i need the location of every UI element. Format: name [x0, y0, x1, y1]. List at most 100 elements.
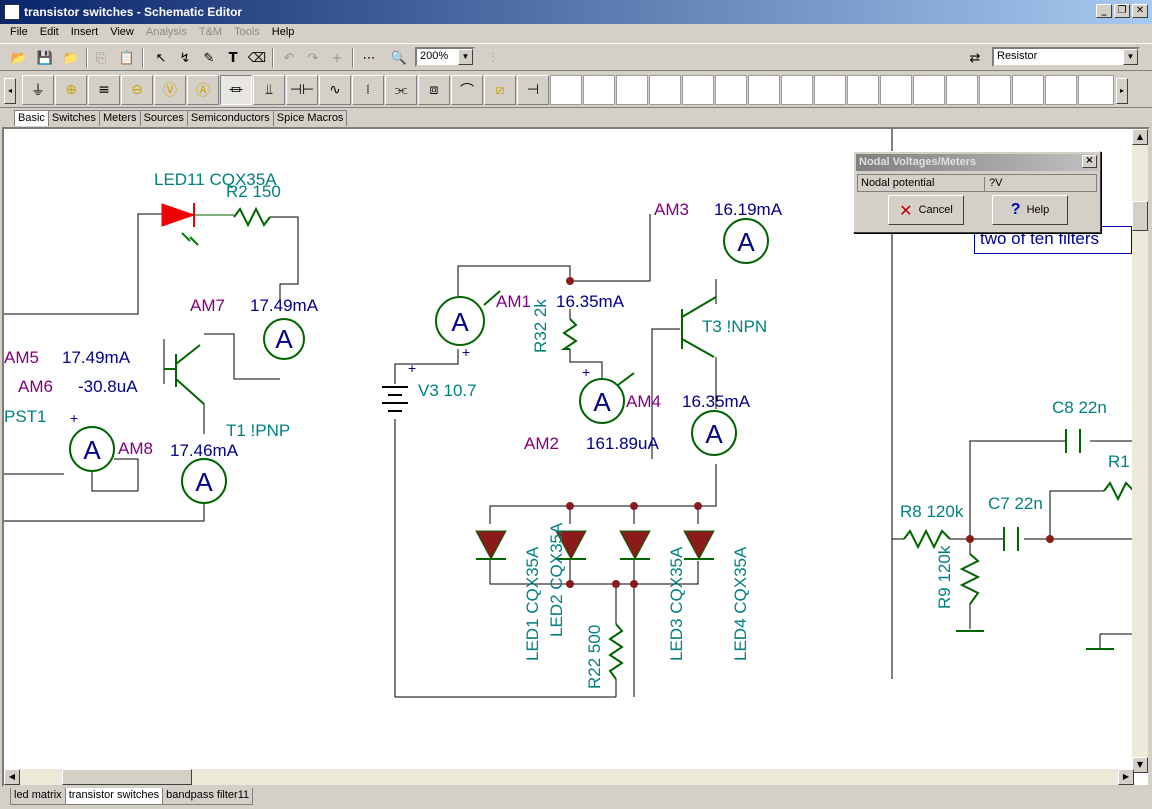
- ground-icon[interactable]: ⏚: [22, 75, 54, 105]
- grid-icon[interactable]: ⋯: [362, 50, 376, 66]
- tab-sources[interactable]: Sources: [139, 110, 188, 126]
- crosshair-icon[interactable]: +: [331, 50, 343, 66]
- r9-symbol[interactable]: [959, 553, 981, 605]
- dialog-title[interactable]: Nodal Voltages/Meters: [856, 154, 1098, 171]
- zoom-select[interactable]: 200% ▼: [415, 47, 475, 67]
- scroll-right-icon[interactable]: ▶: [1118, 769, 1134, 785]
- menu-edit[interactable]: Edit: [39, 26, 59, 38]
- empty-slot[interactable]: [649, 75, 681, 105]
- led1-symbol[interactable]: [475, 530, 507, 561]
- empty-slot[interactable]: [550, 75, 582, 105]
- r22-symbol[interactable]: [608, 623, 624, 680]
- cancel-button[interactable]: ✕ Cancel: [888, 195, 964, 225]
- coupled-inductor-icon[interactable]: ⫘: [385, 75, 417, 105]
- menu-analysis[interactable]: Analysis: [145, 26, 187, 38]
- tab-switches[interactable]: Switches: [47, 110, 100, 126]
- terminal-icon[interactable]: ⊣: [517, 75, 549, 105]
- r8-symbol[interactable]: [903, 528, 951, 550]
- am1-symbol[interactable]: [435, 296, 485, 346]
- eraser-icon[interactable]: ⌫: [247, 50, 267, 66]
- wire-icon[interactable]: ↯: [179, 50, 191, 66]
- tab-led-matrix[interactable]: led matrix: [10, 788, 66, 805]
- chevron-down-icon[interactable]: ▼: [1123, 49, 1138, 65]
- capacitor-icon[interactable]: ⊣⊢: [286, 75, 318, 105]
- empty-slot[interactable]: [682, 75, 714, 105]
- r32-symbol[interactable]: [560, 318, 578, 350]
- transformer-icon[interactable]: ⧙: [352, 75, 384, 105]
- am4-symbol[interactable]: [691, 410, 737, 456]
- component-combo[interactable]: Resistor ▼: [992, 47, 1140, 67]
- am2-symbol[interactable]: [579, 378, 625, 424]
- copy-icon[interactable]: ⎘: [95, 50, 107, 66]
- led4-symbol[interactable]: [683, 530, 715, 561]
- source-icon[interactable]: ⊖: [121, 75, 153, 105]
- empty-slot[interactable]: [781, 75, 813, 105]
- scroll-right-icon[interactable]: ▸: [1116, 78, 1128, 104]
- save-icon[interactable]: 💾: [36, 50, 54, 66]
- menu-file[interactable]: File: [10, 26, 28, 38]
- help-button[interactable]: ? Help: [992, 195, 1068, 225]
- tab-bandpass-filter11[interactable]: bandpass filter11: [162, 788, 254, 805]
- empty-slot[interactable]: [583, 75, 615, 105]
- empty-slot[interactable]: [979, 75, 1011, 105]
- r1-symbol[interactable]: [1103, 481, 1135, 502]
- voltmeter-icon[interactable]: Ⓥ: [154, 75, 186, 105]
- redo-icon[interactable]: ↷: [307, 50, 319, 66]
- lamp-icon[interactable]: ⊕: [55, 75, 87, 105]
- empty-slot[interactable]: [1078, 75, 1114, 105]
- vertical-scrollbar[interactable]: ▲ ▼: [1132, 129, 1148, 773]
- menu-view[interactable]: View: [110, 26, 134, 38]
- undo-icon[interactable]: ↶: [283, 50, 295, 66]
- menu-insert[interactable]: Insert: [70, 26, 99, 38]
- tab-meters[interactable]: Meters: [98, 110, 141, 126]
- probe-icon[interactable]: ⫶: [491, 50, 495, 66]
- led11-symbol[interactable]: [161, 203, 196, 227]
- empty-slot[interactable]: [715, 75, 747, 105]
- menu-tm[interactable]: T&M: [198, 26, 223, 38]
- maximize-button[interactable]: ❐: [1114, 4, 1130, 18]
- varistor-icon[interactable]: ⧄: [484, 75, 516, 105]
- empty-slot[interactable]: [1012, 75, 1044, 105]
- component-select-icon[interactable]: ⇄: [969, 50, 981, 66]
- vertical-scroll-thumb[interactable]: [1132, 201, 1148, 231]
- am3-symbol[interactable]: [723, 218, 769, 264]
- scroll-left-icon[interactable]: ◂: [4, 78, 16, 104]
- led2-symbol[interactable]: [555, 530, 587, 561]
- schematic-drawing[interactable]: A A A A A A A + + + +: [4, 129, 1135, 773]
- resistor-icon[interactable]: ⏛: [220, 75, 252, 105]
- dialog-close-icon[interactable]: ×: [1082, 155, 1097, 168]
- schematic-canvas[interactable]: A A A A A A A + + + +: [2, 127, 1150, 787]
- menu-help[interactable]: Help: [271, 26, 295, 38]
- close-button[interactable]: ✕: [1132, 4, 1148, 18]
- am8-symbol[interactable]: [69, 426, 115, 472]
- select-arrow-icon[interactable]: ↖: [155, 50, 167, 66]
- am7-symbol[interactable]: [263, 318, 305, 360]
- chevron-down-icon[interactable]: ▼: [458, 49, 473, 65]
- ammeter-icon[interactable]: Ⓐ: [187, 75, 219, 105]
- minimize-button[interactable]: _: [1096, 4, 1112, 18]
- r2-symbol[interactable]: [233, 206, 271, 228]
- empty-slot[interactable]: [913, 75, 945, 105]
- tab-basic[interactable]: Basic: [14, 110, 49, 126]
- switch-icon[interactable]: ⌒: [451, 75, 483, 105]
- scroll-down-icon[interactable]: ▼: [1132, 757, 1148, 773]
- horizontal-scrollbar[interactable]: ◀ ▶: [4, 769, 1134, 785]
- empty-slot[interactable]: [847, 75, 879, 105]
- empty-slot[interactable]: [814, 75, 846, 105]
- empty-slot[interactable]: [880, 75, 912, 105]
- open-icon[interactable]: 📂: [10, 50, 28, 66]
- pencil-icon[interactable]: ✎: [203, 50, 215, 66]
- scroll-up-icon[interactable]: ▲: [1132, 129, 1148, 145]
- tab-spice-macros[interactable]: Spice Macros: [272, 110, 348, 126]
- menu-tools[interactable]: Tools: [234, 26, 260, 38]
- empty-slot[interactable]: [1045, 75, 1077, 105]
- battery-icon[interactable]: ≡: [88, 75, 120, 105]
- tab-semiconductors[interactable]: Semiconductors: [186, 110, 274, 126]
- led3-symbol[interactable]: [619, 530, 651, 561]
- scroll-left-icon[interactable]: ◀: [4, 769, 20, 785]
- zoom-icon[interactable]: 🔍: [390, 50, 408, 66]
- paste-icon[interactable]: 📋: [118, 50, 136, 66]
- empty-slot[interactable]: [616, 75, 648, 105]
- open-folder-icon[interactable]: 📁: [62, 50, 80, 66]
- text-icon[interactable]: T: [228, 50, 238, 66]
